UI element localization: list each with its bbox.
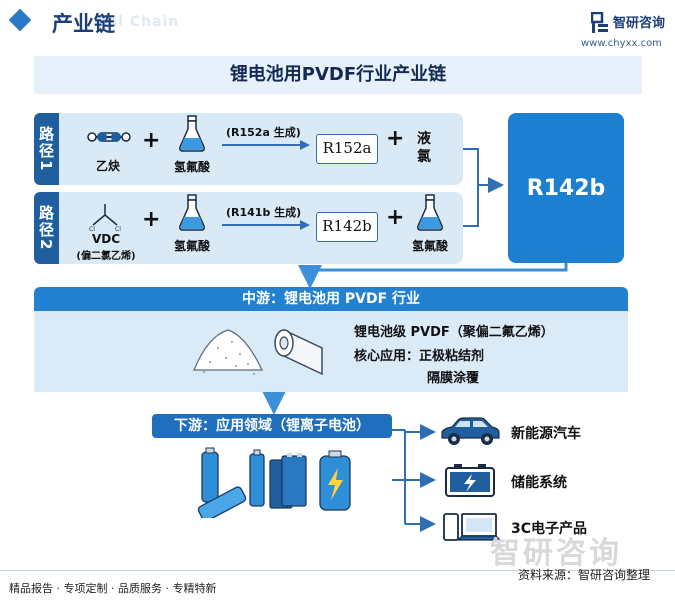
app-ev: 新能源汽车 bbox=[511, 426, 581, 442]
plus-sign: + bbox=[386, 205, 405, 230]
upstream-product-r142b: R142b bbox=[508, 113, 624, 263]
product-r152a: R152a bbox=[316, 134, 378, 164]
energy-storage-icon bbox=[445, 464, 495, 497]
svg-text:Cl: Cl bbox=[89, 226, 95, 232]
watermark-logo: 智研咨询 bbox=[490, 536, 622, 571]
plus-sign: + bbox=[386, 126, 405, 151]
route1-condition: (R152a 生成) bbox=[226, 126, 301, 139]
pvdf-powder-icon bbox=[193, 329, 263, 375]
route2-arrow bbox=[222, 220, 310, 230]
route2-label-text: 路径2 bbox=[37, 204, 55, 252]
reactant-hf: 氢氟酸 bbox=[173, 160, 210, 174]
reactant-hf: 氢氟酸 bbox=[173, 239, 210, 253]
route1-label-text: 路径1 bbox=[37, 125, 55, 173]
midstream-product: 锂电池级 PVDF（聚偏二氟乙烯） bbox=[354, 325, 554, 340]
brand-url: www.chyxx.com bbox=[581, 38, 662, 49]
reactant-vdc-cn: (偏二氯乙烯) bbox=[76, 251, 136, 262]
electronics-icon bbox=[443, 513, 502, 541]
reactant-chlorine: 液氯 bbox=[417, 131, 431, 165]
main-title-banner bbox=[34, 56, 642, 94]
flask-icon bbox=[179, 115, 205, 152]
route2-condition: (R141b 生成) bbox=[226, 206, 302, 219]
page-title: 产业链 bbox=[52, 12, 115, 36]
acetylene-molecule-icon bbox=[87, 132, 131, 142]
plus-sign: + bbox=[142, 128, 161, 153]
midstream-panel bbox=[34, 311, 628, 392]
downstream-title: 下游：应用领域（锂离子电池） bbox=[152, 414, 392, 438]
source-note: 资料来源：智研咨询整理 bbox=[518, 568, 651, 582]
app-storage: 储能系统 bbox=[511, 475, 567, 491]
route2-label: 路径2 bbox=[34, 192, 59, 264]
svg-text:Cl: Cl bbox=[115, 226, 121, 232]
route1-label: 路径1 bbox=[34, 113, 59, 185]
footer-divider bbox=[0, 570, 675, 571]
diagram-title: 锂电池用PVDF行业产业链 bbox=[229, 64, 447, 85]
route1-panel bbox=[34, 113, 463, 185]
app-3c: 3C电子产品 bbox=[511, 521, 588, 537]
midstream-title: 中游：锂电池用 PVDF 行业 bbox=[34, 287, 628, 311]
brand-name: 智研咨询 bbox=[613, 16, 666, 31]
reactant-hf-2: 氢氟酸 bbox=[411, 239, 448, 253]
footer-slogan: 精品报告 · 专项定制 · 品质服务 · 专精特新 bbox=[9, 582, 217, 595]
flask-icon bbox=[179, 194, 205, 231]
flask-icon bbox=[417, 194, 443, 231]
reactant-acetylene: 乙炔 bbox=[95, 159, 120, 173]
brand-logo-icon bbox=[591, 12, 608, 33]
header-ghost-text: rial Chain bbox=[94, 14, 180, 30]
vdc-molecule-icon: Cl Cl bbox=[89, 204, 121, 232]
lithium-battery-icons bbox=[197, 447, 351, 518]
pvdf-film-roll-icon bbox=[274, 328, 323, 376]
reactant-vdc: VDC bbox=[91, 232, 121, 246]
route1-arrow bbox=[222, 140, 310, 150]
midstream-app-2: 隔膜涂覆 bbox=[427, 371, 480, 386]
product-r142b-intermediate: R142b bbox=[316, 212, 378, 242]
car-icon bbox=[441, 417, 500, 445]
plus-sign: + bbox=[142, 207, 161, 232]
midstream-app-1: 核心应用：正极粘结剂 bbox=[354, 349, 485, 364]
